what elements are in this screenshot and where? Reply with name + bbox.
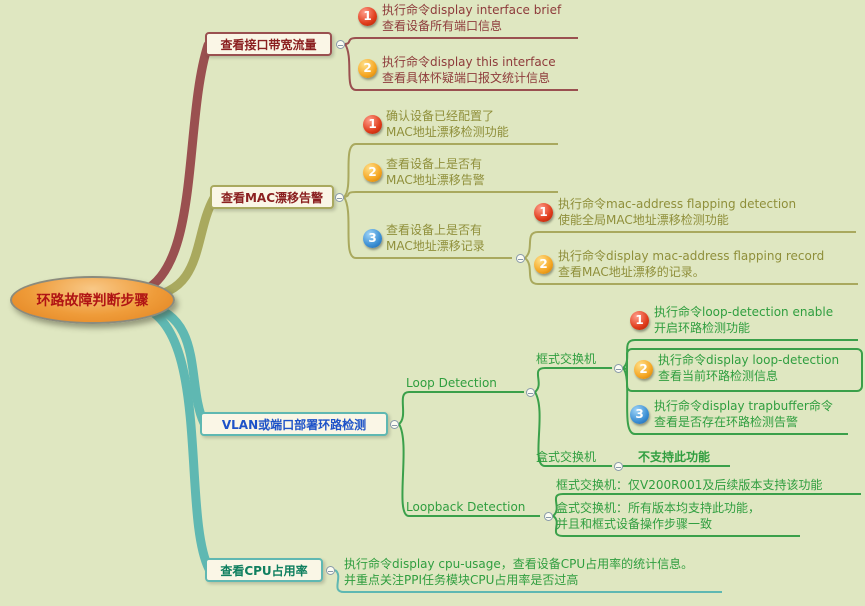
node-mac-flapping-detection-cmd[interactable]: 执行命令mac-address flapping detection 使能全局M… bbox=[558, 196, 796, 228]
topic-mac-flapping[interactable]: 查看MAC漂移告警 bbox=[210, 185, 334, 209]
node-display-trapbuffer-cmd[interactable]: 执行命令display trapbuffer命令 查看是否存在环路检测告警 bbox=[654, 398, 833, 430]
badge-3-icon: 3 bbox=[630, 405, 649, 424]
mac-connectors bbox=[343, 143, 858, 285]
collapse-toggle-cpu[interactable] bbox=[326, 566, 335, 575]
badge-3-icon: 3 bbox=[363, 229, 382, 248]
node-display-this-interface[interactable]: 执行命令display this interface 查看具体怀疑端口报文统计信… bbox=[382, 54, 556, 86]
node-line: 查看MAC地址漂移的记录。 bbox=[558, 265, 705, 279]
node-line: 执行命令mac-address flapping detection bbox=[558, 197, 797, 211]
node-line: 并重点关注PPI任务模块CPU占用率是否过高 bbox=[344, 573, 579, 587]
collapse-toggle-vlan[interactable] bbox=[390, 420, 399, 429]
collapse-toggle-loop-detection[interactable] bbox=[526, 388, 535, 397]
node-line: 查看设备所有端口信息 bbox=[382, 19, 503, 33]
connector bbox=[343, 196, 512, 259]
connector bbox=[344, 37, 578, 45]
connector bbox=[534, 391, 612, 467]
node-loopback-chassis-note[interactable]: 框式交换机：仅V200R001及后续版本支持该功能 bbox=[556, 478, 823, 492]
topic-vlan-loop-detect[interactable]: VLAN或端口部署环路检测 bbox=[200, 412, 388, 436]
topic-cpu-usage[interactable]: 查看CPU占用率 bbox=[205, 558, 323, 582]
node-loop-detection-enable-cmd[interactable]: 执行命令loop-detection enable 开启环路检测功能 bbox=[654, 304, 833, 336]
collapse-toggle-loopback-detection[interactable] bbox=[544, 512, 553, 521]
node-line: 查看设备上是否有 bbox=[386, 157, 483, 171]
node-line: MAC地址漂移告警 bbox=[386, 173, 485, 187]
node-mac-flap-record[interactable]: 查看设备上是否有 MAC地址漂移记录 bbox=[386, 222, 485, 254]
connector bbox=[534, 367, 612, 393]
bandwidth-connectors bbox=[344, 37, 578, 91]
connector bbox=[398, 391, 524, 425]
node-loopback-box-note[interactable]: 盒式交换机：所有版本均支持此功能， 并且和框式设备操作步骤一致 bbox=[556, 500, 760, 532]
node-line: 执行命令display this interface bbox=[382, 55, 556, 69]
collapse-toggle-mac[interactable] bbox=[335, 193, 344, 202]
badge-1-icon: 1 bbox=[358, 7, 377, 26]
connector bbox=[343, 191, 558, 198]
connector bbox=[552, 493, 861, 517]
node-line: 执行命令loop-detection enable bbox=[654, 305, 834, 319]
badge-1-icon: 1 bbox=[534, 203, 553, 222]
collapse-toggle-mac-record[interactable] bbox=[516, 254, 525, 263]
badge-2-icon: 2 bbox=[363, 163, 382, 182]
connector bbox=[622, 367, 848, 435]
connector bbox=[398, 423, 540, 517]
badge-1-icon: 1 bbox=[363, 115, 382, 134]
node-line: MAC地址漂移记录 bbox=[386, 239, 485, 253]
badge-2-icon: 2 bbox=[358, 59, 377, 78]
node-line: 查看当前环路检测信息 bbox=[658, 369, 779, 383]
node-box-switch[interactable]: 盒式交换机 bbox=[536, 450, 597, 464]
root-topic[interactable]: 环路故障判断步骤 bbox=[10, 276, 175, 324]
node-chassis-switch[interactable]: 框式交换机 bbox=[536, 352, 597, 366]
node-line: 执行命令display cpu-usage，查看设备CPU占用率的统计信息。 bbox=[344, 557, 694, 571]
node-not-supported[interactable]: 不支持此功能 bbox=[638, 450, 711, 464]
node-line: MAC地址漂移检测功能 bbox=[386, 125, 509, 139]
node-display-cpu-usage-cmd[interactable]: 执行命令display cpu-usage，查看设备CPU占用率的统计信息。 并… bbox=[344, 556, 693, 588]
node-line: 查看设备上是否有 bbox=[386, 223, 483, 237]
node-loop-detection[interactable]: Loop Detection bbox=[406, 376, 497, 390]
connector bbox=[334, 569, 722, 593]
connector bbox=[344, 43, 578, 91]
trunk-vlan bbox=[140, 300, 209, 428]
badge-2-icon: 2 bbox=[634, 360, 653, 379]
node-display-interface-brief[interactable]: 执行命令display interface brief 查看设备所有端口信息 bbox=[382, 2, 561, 34]
connector bbox=[524, 257, 858, 285]
node-display-loop-detection-cmd[interactable]: 执行命令display loop-detection 查看当前环路检测信息 bbox=[658, 352, 839, 384]
node-line: 确认设备已经配置了 bbox=[386, 109, 495, 123]
node-line: 查看具体怀疑端口报文统计信息 bbox=[382, 71, 551, 85]
collapse-toggle-bandwidth[interactable] bbox=[336, 40, 345, 49]
trunk-bandwidth bbox=[140, 40, 213, 295]
badge-1-icon: 1 bbox=[630, 311, 649, 330]
node-line: 并且和框式设备操作步骤一致 bbox=[556, 517, 713, 531]
highlight-box[interactable] bbox=[626, 348, 863, 392]
node-mac-detect-configured[interactable]: 确认设备已经配置了 MAC地址漂移检测功能 bbox=[386, 108, 509, 140]
node-loopback-detection[interactable]: Loopback Detection bbox=[406, 500, 526, 514]
node-line: 使能全局MAC地址漂移检测功能 bbox=[558, 213, 729, 227]
connector bbox=[343, 143, 558, 198]
connector bbox=[552, 515, 800, 537]
node-line: 执行命令display interface brief bbox=[382, 3, 562, 17]
node-line: 执行命令display trapbuffer命令 bbox=[654, 399, 833, 413]
node-line: 执行命令display loop-detection bbox=[658, 353, 840, 367]
connector bbox=[524, 231, 856, 259]
node-line: 开启环路检测功能 bbox=[654, 321, 751, 335]
trunk-cpu bbox=[140, 303, 214, 574]
collapse-toggle-box-switch[interactable] bbox=[614, 462, 623, 471]
topic-bandwidth[interactable]: 查看接口带宽流量 bbox=[205, 32, 332, 56]
cpu-connectors bbox=[334, 569, 722, 593]
vlan-connectors bbox=[398, 339, 861, 537]
node-line: 执行命令display mac-address flapping record bbox=[558, 249, 825, 263]
node-line: 盒式交换机：所有版本均支持此功能， bbox=[556, 501, 761, 515]
node-display-flapping-record-cmd[interactable]: 执行命令display mac-address flapping record … bbox=[558, 248, 824, 280]
node-line: 查看是否存在环路检测告警 bbox=[654, 415, 799, 429]
badge-2-icon: 2 bbox=[534, 255, 553, 274]
collapse-toggle-chassis-switch[interactable] bbox=[614, 364, 623, 373]
node-mac-flap-alarm[interactable]: 查看设备上是否有 MAC地址漂移告警 bbox=[386, 156, 485, 188]
